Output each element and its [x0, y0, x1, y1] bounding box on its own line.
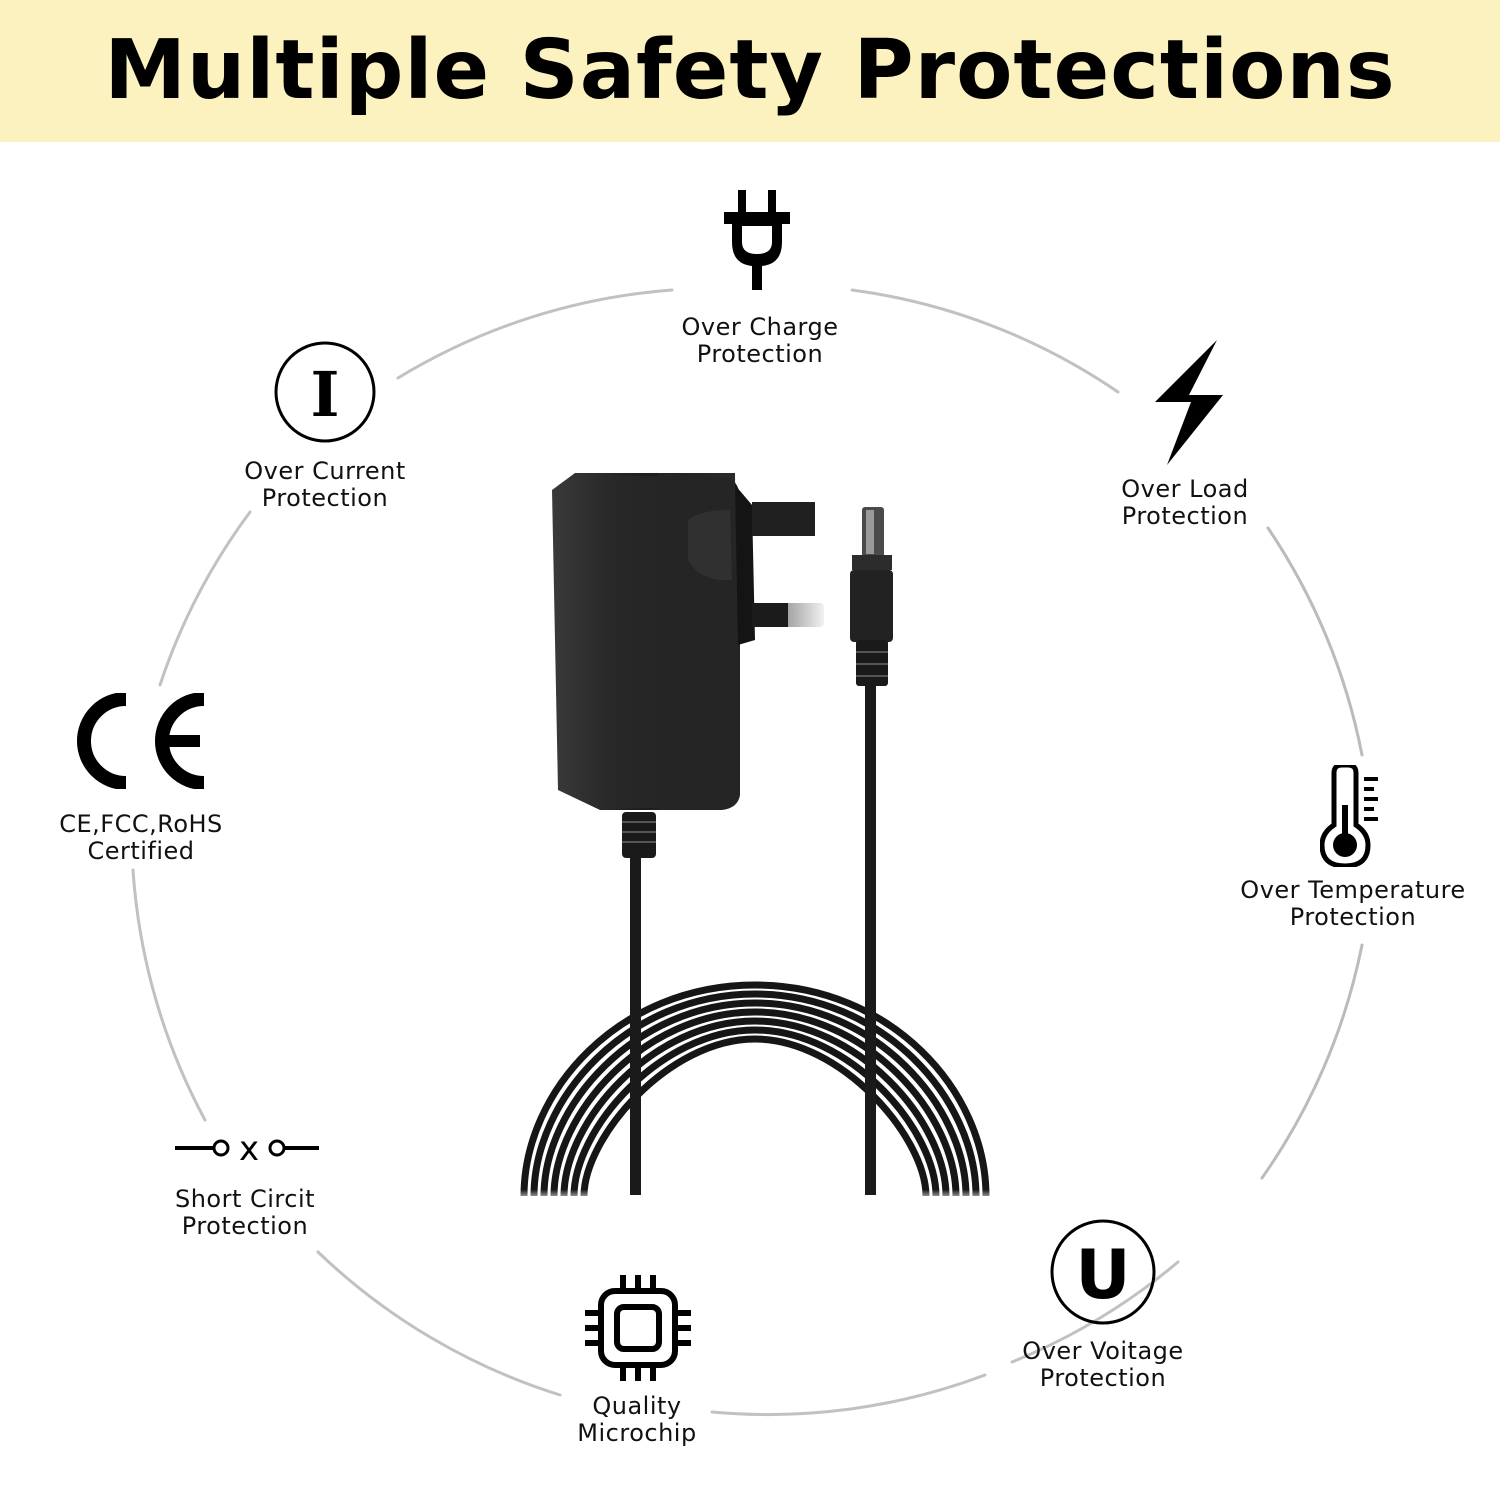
svg-text:U: U [1075, 1236, 1130, 1315]
svg-text:I: I [310, 358, 339, 431]
feature-label: Protection [696, 340, 824, 368]
microchip-icon [585, 1275, 691, 1381]
feature-label: Protection [181, 1212, 309, 1240]
feature-label: Over Charge [681, 313, 839, 341]
feature-short-circuit: x Short Circit Protection [135, 1130, 355, 1240]
feature-label: Protection [1121, 502, 1249, 530]
feature-label: Over Temperature [1240, 876, 1466, 904]
thermometer-icon [1320, 765, 1378, 867]
feature-label: Protection [1289, 903, 1417, 931]
feature-over-current: I Over Current Protection [225, 340, 425, 512]
plug-icon [724, 190, 790, 290]
feature-label: Protection [261, 484, 389, 512]
feature-label: Over Current [244, 457, 406, 485]
lightning-icon [1155, 340, 1223, 465]
feature-label: Certified [87, 837, 195, 865]
feature-label: Quality [592, 1392, 682, 1420]
feature-over-load: Over Load Protection [1085, 340, 1285, 530]
feature-over-voltage: U Over Voitage Protection [993, 1218, 1213, 1392]
switch-icon: x [175, 1130, 319, 1166]
feature-label: Microchip [577, 1419, 697, 1447]
title-banner [0, 0, 1500, 142]
i-circle-icon: I [274, 341, 376, 443]
feature-label: Short Circit [174, 1185, 316, 1213]
feature-label: Over Load [1121, 475, 1249, 503]
page-title: Multiple Safety Protections [104, 23, 1396, 118]
feature-over-charge: Over Charge Protection [640, 190, 880, 368]
feature-quality-microchip: Quality Microchip [537, 1273, 737, 1447]
feature-label: Over Voitage [1022, 1337, 1184, 1365]
feature-label: CE,FCC,RoHS [59, 810, 223, 838]
feature-certified: CE,FCC,RoHS Certified [30, 693, 252, 865]
u-circle-icon: U [1050, 1219, 1156, 1325]
feature-label: Protection [1039, 1364, 1167, 1392]
svg-text:x: x [239, 1130, 259, 1166]
ce-mark-icon [77, 693, 205, 789]
feature-over-temperature: Over Temperature Protection [1228, 765, 1478, 931]
